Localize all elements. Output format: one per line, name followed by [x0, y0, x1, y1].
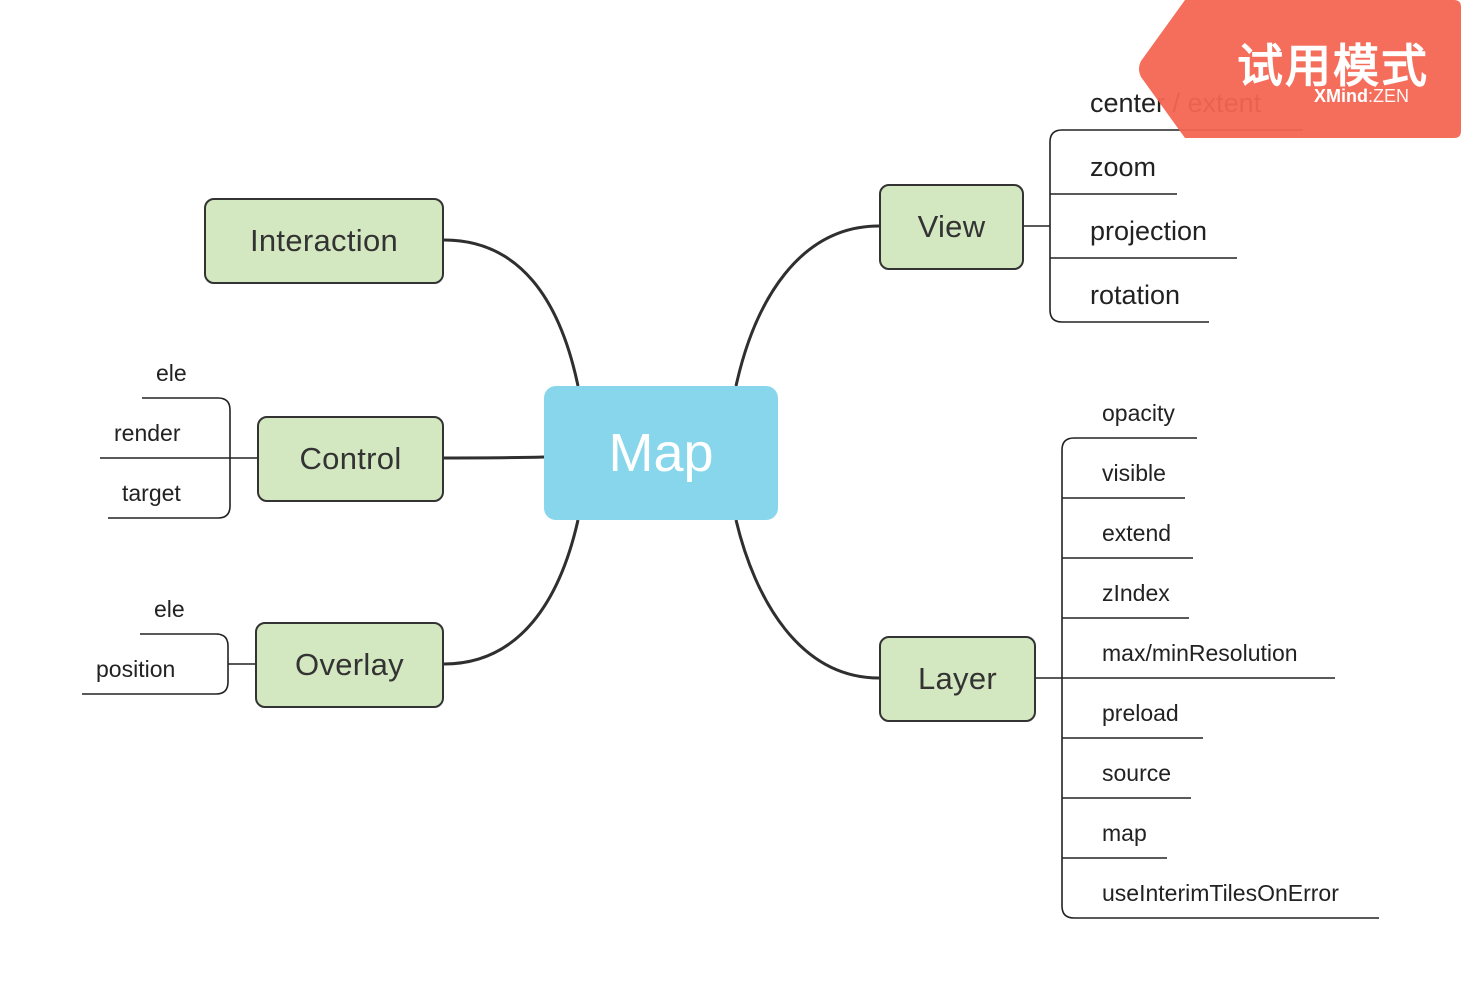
subtopic-layer-opacity[interactable]: opacity	[1102, 400, 1175, 426]
subtopic-layer-extend[interactable]: extend	[1102, 520, 1172, 546]
layer-children-lines	[1036, 437, 1379, 919]
subtopic-overlay-position[interactable]: position	[96, 656, 176, 682]
xmind-zen-logo: XMind:ZEN	[1314, 86, 1409, 107]
subtopic-overlay-ele[interactable]: ele	[154, 596, 185, 622]
topic-interaction-label: Interaction	[249, 223, 399, 258]
overlay-children-lines	[82, 633, 256, 695]
subtopic-layer-map[interactable]: map	[1102, 820, 1147, 846]
view-children-lines	[1024, 129, 1303, 323]
topic-view[interactable]: View	[879, 184, 1024, 270]
watermark-banner-shape	[1139, 0, 1461, 138]
watermark-brand: XMind	[1314, 86, 1368, 106]
topic-layer-label: Layer	[917, 661, 998, 696]
topic-interaction[interactable]: Interaction	[204, 198, 444, 284]
watermark-edition: ZEN	[1373, 86, 1410, 106]
topic-control-label: Control	[299, 441, 402, 476]
subtopic-layer-preload[interactable]: preload	[1102, 700, 1179, 726]
connector-view	[734, 224, 880, 387]
connector-overlay	[443, 519, 580, 666]
subtopic-control-target[interactable]: target	[122, 480, 181, 506]
topic-overlay[interactable]: Overlay	[255, 622, 444, 708]
subtopic-view-projection[interactable]: projection	[1090, 216, 1208, 246]
subtopic-layer-source[interactable]: source	[1102, 760, 1172, 786]
topic-overlay-label: Overlay	[295, 647, 404, 682]
subtopic-control-ele[interactable]: ele	[156, 360, 187, 386]
subtopic-layer-use-interim-tiles-on-error[interactable]: useInterimTilesOnError	[1102, 880, 1339, 906]
connector-control	[443, 455, 545, 460]
connector-interaction	[443, 238, 580, 387]
central-topic-label: Map	[608, 423, 714, 483]
subtopic-layer-max-min-resolution[interactable]: max/minResolution	[1102, 640, 1298, 666]
control-children-lines	[100, 397, 257, 519]
subtopic-layer-zindex[interactable]: zIndex	[1102, 580, 1170, 606]
trial-mode-watermark: 试用模式 XMind:ZEN	[1137, 0, 1461, 138]
topic-layer[interactable]: Layer	[879, 636, 1036, 722]
central-topic-map[interactable]: Map	[544, 386, 778, 520]
connector-layer	[734, 519, 880, 680]
subtopic-view-zoom[interactable]: zoom	[1090, 152, 1157, 182]
subtopic-control-render[interactable]: render	[114, 420, 181, 446]
subtopic-view-rotation[interactable]: rotation	[1090, 280, 1181, 310]
topic-view-label: View	[917, 209, 986, 244]
watermark-separator: :	[1368, 86, 1374, 106]
watermark-title: 试用模式	[1237, 39, 1429, 93]
topic-control[interactable]: Control	[257, 416, 444, 502]
subtopic-layer-visible[interactable]: visible	[1102, 460, 1166, 486]
